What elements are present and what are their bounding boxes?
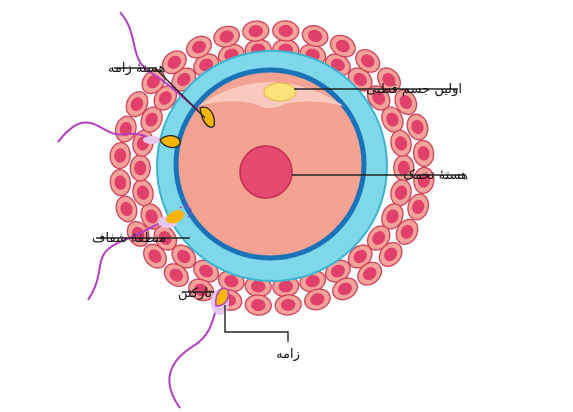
label-sperm: زامه [276, 347, 300, 362]
label-zona-pellucida: منطقهٔ شفاف [92, 231, 166, 246]
corona-cell-nucleus [134, 161, 146, 175]
label-egg-nucleus: هستهٔ تخمک [403, 168, 468, 183]
acrosome [143, 136, 161, 144]
egg-nucleus [240, 146, 292, 198]
label-first-polar-body: اولین جسم قطبی [366, 82, 462, 97]
sperm-cell [169, 288, 229, 408]
first-polar-body [264, 83, 296, 101]
sperm-tail [169, 310, 216, 408]
label-flagellum: تارکتن [178, 286, 212, 301]
label-sperm-nucleus: هستهٔ زامه [108, 61, 165, 76]
